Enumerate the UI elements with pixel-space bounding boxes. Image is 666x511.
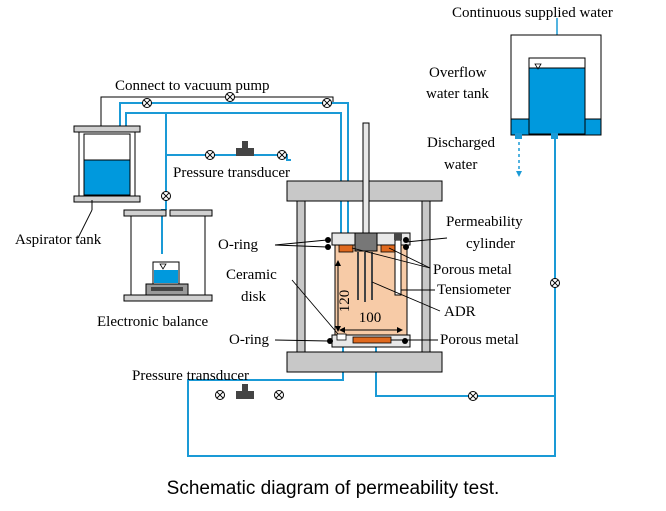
label-balance: Electronic balance	[97, 314, 209, 330]
label-permeability-1: Permeability	[446, 214, 523, 230]
label-discharged-1: Discharged	[427, 135, 496, 151]
label-ceramic-2: disk	[241, 289, 267, 305]
label-pressure-transducer-bottom: Pressure transducer	[132, 368, 249, 384]
label-continuous-water: Continuous supplied water	[452, 5, 613, 21]
leader-lines	[77, 209, 448, 342]
label-tensiometer: Tensiometer	[437, 282, 511, 298]
label-oring-top: O-ring	[218, 237, 258, 253]
label-pressure-transducer-top: Pressure transducer	[173, 165, 290, 181]
dimension-width: 100	[359, 310, 382, 326]
label-ceramic-1: Ceramic	[226, 267, 277, 283]
figure-caption: Schematic diagram of permeability test.	[166, 478, 500, 499]
electronic-balance	[123, 209, 213, 302]
label-overflow-2: water tank	[426, 86, 489, 102]
label-permeability-2: cylinder	[466, 236, 515, 252]
overflow-water-tank	[510, 18, 602, 177]
label-overflow-1: Overflow	[429, 65, 487, 81]
aspirator-tank	[73, 125, 141, 210]
label-oring-bottom: O-ring	[229, 332, 269, 348]
permeameter	[236, 122, 443, 399]
label-discharged-2: water	[444, 157, 477, 173]
label-vacuum: Connect to vacuum pump	[115, 78, 270, 94]
label-adr: ADR	[444, 304, 476, 320]
dimension-height: 120	[337, 290, 353, 313]
label-porous-top: Porous metal	[433, 262, 512, 278]
label-porous-bottom: Porous metal	[440, 332, 519, 348]
label-aspirator: Aspirator tank	[15, 232, 102, 248]
